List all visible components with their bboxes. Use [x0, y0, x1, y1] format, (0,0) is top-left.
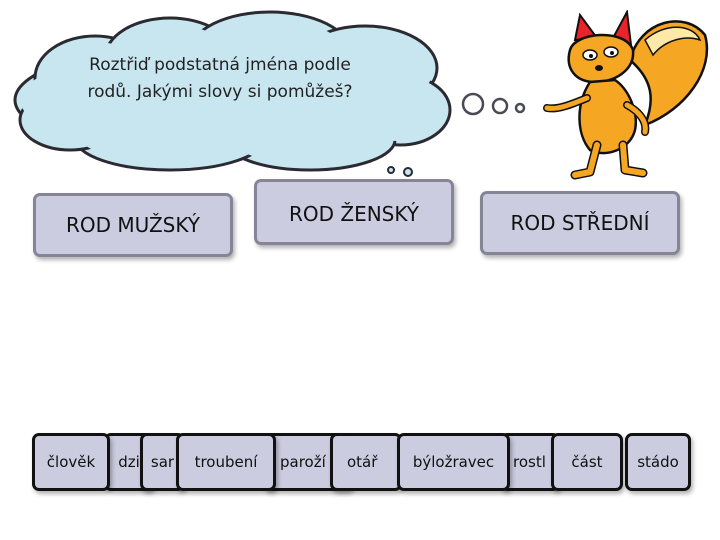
word-card-troubeni[interactable]: troubení	[176, 433, 276, 491]
word-card-label: otář	[347, 453, 378, 471]
word-card-label: troubení	[194, 453, 258, 471]
word-card-sar[interactable]: sar	[140, 433, 185, 491]
speech-bubble-text: Roztřiď podstatná jména podle rodů. Jaký…	[87, 55, 353, 102]
word-card-label: rostl	[513, 453, 546, 471]
word-card-cast[interactable]: část	[551, 433, 623, 491]
word-card-rostl[interactable]: rostl	[500, 433, 560, 491]
category-feminine[interactable]: ROD ŽENSKÝ	[254, 179, 454, 245]
word-card-stado[interactable]: stádo	[625, 433, 691, 491]
word-card-label: paroží	[280, 453, 326, 471]
category-feminine-label: ROD ŽENSKÝ	[288, 202, 419, 226]
word-card-clovek[interactable]: člověk	[32, 433, 110, 491]
word-card-label: dzi	[118, 453, 140, 471]
word-card-label: stádo	[637, 453, 679, 471]
word-card-label: část	[571, 453, 603, 471]
thought-bubbles	[461, 92, 526, 116]
word-card-otar[interactable]: otář	[330, 433, 402, 491]
fox-mascot-icon	[543, 10, 709, 180]
word-card-bylozravec[interactable]: býložravec	[397, 433, 510, 491]
word-card-label: býložravec	[412, 453, 495, 471]
category-neuter[interactable]: ROD STŘEDNÍ	[480, 191, 680, 255]
category-masculine[interactable]: ROD MUŽSKÝ	[33, 193, 233, 257]
word-card-label: člověk	[46, 453, 96, 471]
category-masculine-label: ROD MUŽSKÝ	[66, 213, 200, 237]
word-card-label: sar	[150, 453, 175, 471]
category-neuter-label: ROD STŘEDNÍ	[510, 211, 650, 235]
thought-cloud	[13, 10, 452, 177]
